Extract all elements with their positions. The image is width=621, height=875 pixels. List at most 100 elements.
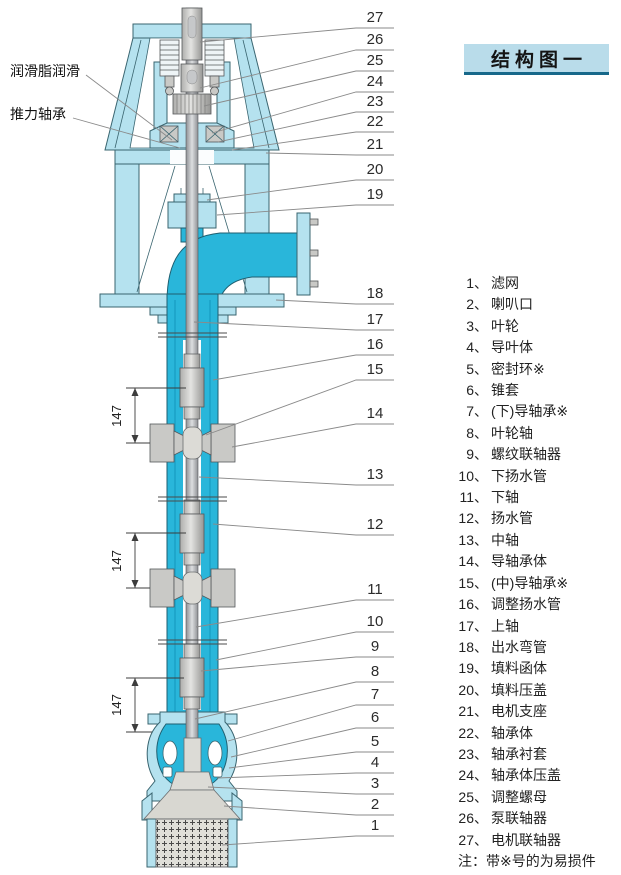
legend-item-number: 14、 [458,553,488,570]
legend-item-name: 螺纹联轴器 [491,446,561,463]
legend-item: 9、螺纹联轴器 [458,444,620,465]
legend-item-number: 15、 [458,574,488,591]
svg-text:16: 16 [367,336,384,353]
pipe-joint-2 [158,496,227,502]
svg-text:21: 21 [367,136,384,153]
legend-item-number: 21、 [458,703,488,720]
callout-6: 6 [230,709,394,758]
thrust-bearing-left [159,125,179,143]
legend-item: 6、锥套 [458,380,620,401]
legend-item-name: 滤网 [491,275,519,291]
callout-16: 16 [212,336,394,381]
callout-14: 14 [231,405,394,448]
pump-coupling [180,63,204,93]
svg-text:11: 11 [367,581,383,598]
legend-item-number: 9、 [466,446,488,463]
callout-13: 13 [198,466,394,486]
legend-item-name: 叶轮轴 [491,424,533,441]
legend-item-number: 10、 [458,467,488,484]
strainer [146,818,238,868]
callout-25: 25 [203,52,394,107]
legend-item-name: 电机联轴器 [491,831,561,848]
dimension-label: 147 [109,405,124,427]
legend-item-name: 调整扬水管 [491,596,561,613]
legend-item: 18、出水弯管 [458,637,620,658]
legend-item-name: 填料压盖 [491,681,547,698]
legend-item-name: 填料函体 [491,660,547,677]
svg-text:6: 6 [371,709,379,726]
impeller [169,737,215,791]
legend-item-number: 24、 [458,767,488,784]
legend-item: 14、导轴承体 [458,551,620,572]
legend-item-number: 26、 [458,810,488,827]
legend-item-number: 2、 [466,296,488,313]
thrust-bearing-label: 推力轴承 [10,106,66,122]
legend-item: 10、下扬水管 [458,466,620,487]
spring-bolt-left [159,39,180,96]
svg-text:8: 8 [371,663,379,680]
callout-17: 17 [193,311,394,331]
svg-text:20: 20 [367,161,384,178]
legend-item: 23、轴承衬套 [458,744,620,765]
legend-item: 21、电机支座 [458,701,620,722]
legend-item-number: 18、 [458,638,488,655]
svg-text:18: 18 [367,285,384,302]
legend-item-name: (下)导轴承※ [491,403,569,420]
guide-bearing-spider-2 [149,568,236,608]
pipe-joint-3 [158,639,227,645]
legend-item-number: 25、 [458,788,488,805]
svg-text:27: 27 [367,9,384,26]
callout-20: 20 [206,161,394,201]
legend-item: 12、扬水管 [458,508,620,529]
diagram-title: 结构图一 [490,49,587,71]
callout-15: 15 [205,361,394,436]
svg-text:23: 23 [367,93,384,110]
callout-12: 12 [212,516,394,536]
legend-item-number: 27、 [458,831,488,848]
svg-text:1: 1 [371,817,379,834]
legend-item: 11、下轴 [458,487,620,508]
legend-item-number: 8、 [466,424,488,441]
bell-mouth [143,789,241,820]
legend-item: 3、叶轮 [458,316,620,337]
svg-text:9: 9 [371,638,379,655]
callout-18: 18 [275,285,394,305]
svg-text:14: 14 [367,405,384,422]
legend-item-number: 19、 [458,660,488,677]
callout-21: 21 [265,136,394,156]
adjusting-nut [172,93,212,115]
legend-item: 2、喇叭口 [458,294,620,315]
svg-text:10: 10 [367,613,384,630]
legend-item-name: 调整螺母 [491,788,547,805]
legend-item: 8、叶轮轴 [458,423,620,444]
legend-item: 27、电机联轴器 [458,830,620,851]
callout-22: 22 [231,113,394,151]
callout-9: 9 [200,638,394,672]
callout-7: 7 [227,686,394,742]
guide-bearing-spider-1 [149,423,236,463]
legend-item-number: 3、 [466,317,488,334]
legend-item: 13、中轴 [458,530,620,551]
legend-item-name: 密封环※ [491,360,545,377]
callouts: 27 26 25 24 23 22 21 20 19 18 17 16 15 1… [193,9,394,846]
legend-item-name: 导轴承体 [491,553,547,570]
legend-item-number: 17、 [458,617,488,634]
legend-item-name: 锥套 [491,382,519,399]
callout-2: 2 [223,796,394,816]
legend-item: 7、(下)导轴承※ [458,401,620,422]
svg-text:15: 15 [367,361,384,378]
dimension-label: 147 [109,550,124,572]
discharge-flange [296,212,311,296]
legend-item: 4、导叶体 [458,337,620,358]
legend-item-number: 16、 [458,596,488,613]
legend-item-name: 中轴 [491,531,519,548]
shaft-coupling-2 [179,499,205,566]
legend-item-number: 23、 [458,745,488,762]
legend-item-number: 12、 [458,510,488,527]
legend-item: 15、(中)导轴承※ [458,573,620,594]
svg-text:7: 7 [371,686,379,703]
legend-item-number: 20、 [458,681,488,698]
legend-item-name: 轴承体 [491,724,533,741]
